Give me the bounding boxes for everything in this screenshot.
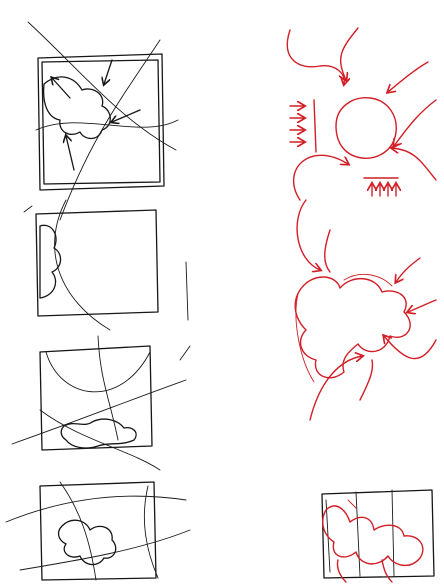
left-panel-3 bbox=[12, 336, 190, 470]
blob-shape bbox=[61, 419, 136, 448]
right-panel-3 bbox=[322, 490, 434, 582]
right-panel-2 bbox=[295, 200, 436, 420]
left-panel-4 bbox=[6, 482, 190, 580]
circle-shape bbox=[336, 98, 396, 159]
blob-shape bbox=[44, 77, 111, 139]
right-panel-1 bbox=[287, 28, 436, 200]
blob-shape bbox=[295, 277, 410, 378]
blob-shape bbox=[323, 506, 423, 565]
left-panel-2 bbox=[24, 200, 188, 330]
blob-shape bbox=[40, 225, 61, 298]
left-panel-1 bbox=[28, 22, 178, 220]
